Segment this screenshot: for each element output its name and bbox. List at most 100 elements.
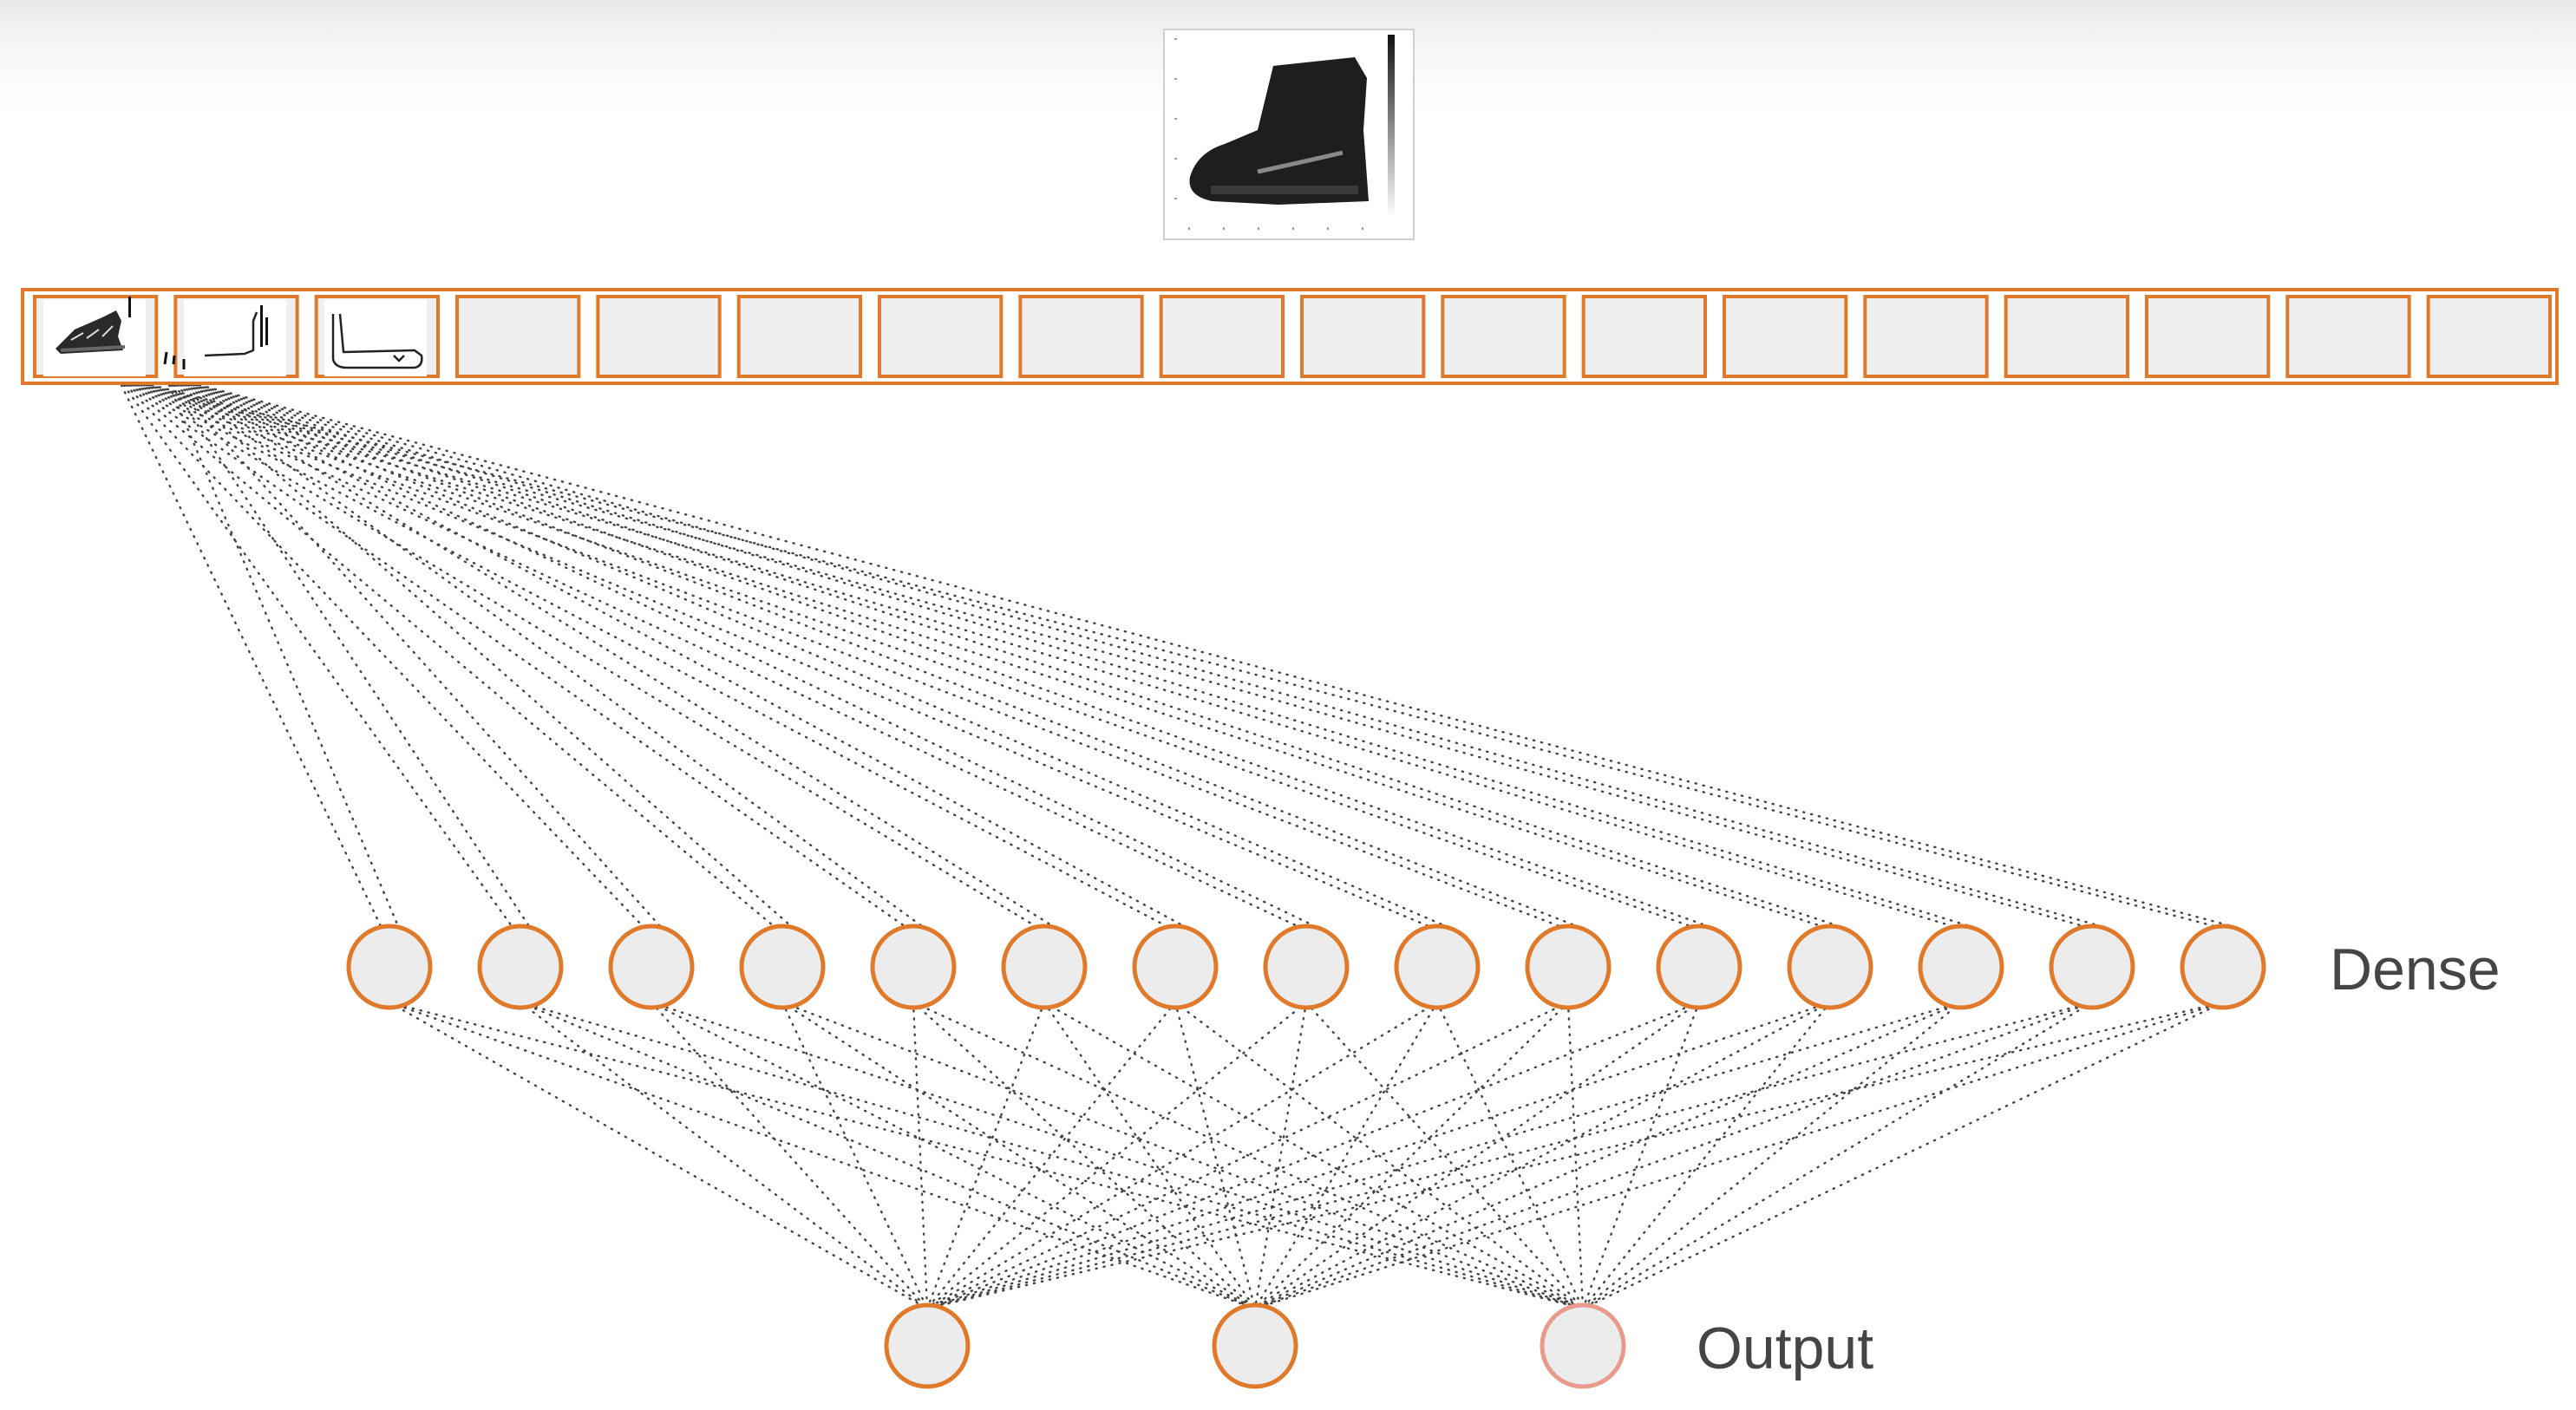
- dense-neuron: [1525, 924, 1612, 1010]
- dense-neuron: [1918, 924, 2004, 1010]
- connection-line: [1253, 1001, 1439, 1310]
- dense-neuron: [1656, 924, 1742, 1010]
- connection-line: [193, 383, 1971, 928]
- connection-line: [150, 383, 2216, 928]
- connection-line: [925, 1001, 1308, 1310]
- connection-line: [172, 383, 662, 928]
- connection-line: [912, 1001, 1585, 1310]
- flatten-cell: [878, 295, 1004, 378]
- connection-line: [925, 1001, 1046, 1310]
- dense-neuron: [1787, 924, 1873, 1010]
- connection-line: [176, 383, 924, 928]
- flatten-cell: [2285, 295, 2411, 378]
- connection-line: [1253, 1001, 1308, 1310]
- connection-line: [925, 1001, 2225, 1310]
- flatten-cell: [1581, 295, 1707, 378]
- connection-line: [141, 383, 1692, 928]
- connection-line: [519, 1001, 1585, 1310]
- connection-line: [144, 383, 1823, 928]
- sneaker-icon: [43, 297, 146, 376]
- connection-line: [1435, 1001, 1585, 1310]
- connection-line: [196, 383, 2102, 928]
- connection-line: [133, 383, 1168, 928]
- dense-neuron: [1263, 924, 1350, 1010]
- flatten-cell: [1018, 295, 1144, 378]
- output-neuron: [1212, 1302, 1298, 1389]
- connection-line: [650, 1001, 1585, 1310]
- dense-neuron: [739, 924, 826, 1010]
- dense-layer-label: Dense: [2330, 937, 2501, 1002]
- output-neuron: [1540, 1302, 1626, 1389]
- output-layer-label: Output: [1697, 1315, 1873, 1381]
- connection-line: [1304, 1001, 1585, 1310]
- dense-neuron: [1132, 924, 1219, 1010]
- connection-line: [120, 383, 382, 928]
- sandal-outline-icon: [324, 300, 427, 376]
- flatten-cell: [1300, 295, 1426, 378]
- connection-line: [1253, 1001, 1570, 1310]
- connection-line: [189, 383, 1710, 928]
- connection-line: [912, 1001, 1257, 1310]
- connection-line: [388, 1001, 1257, 1310]
- connection-line: [174, 383, 793, 928]
- connection-line: [1043, 1001, 1257, 1310]
- connection-line: [180, 383, 1186, 928]
- output-layer: [884, 1302, 1626, 1389]
- flatten-cell: [596, 295, 722, 378]
- connection-line: [1581, 1001, 1701, 1310]
- dense-neuron: [1001, 924, 1088, 1010]
- flatten-cell: [2145, 295, 2271, 378]
- connection-line: [122, 383, 513, 928]
- connection-line: [192, 383, 1840, 928]
- connection-line: [1174, 1001, 1585, 1310]
- connection-line: [925, 1001, 2094, 1310]
- connection-line: [1253, 1001, 1701, 1310]
- connection-line: [650, 1001, 1257, 1310]
- connection-line: [388, 1001, 1585, 1310]
- connection-line: [131, 383, 1037, 928]
- connection-line: [925, 1001, 1177, 1310]
- connection-line: [925, 1001, 1439, 1310]
- connection-line: [781, 1001, 929, 1310]
- connection-line: [127, 383, 775, 928]
- connection-line: [1581, 1001, 1963, 1310]
- dense-neuron: [346, 924, 433, 1010]
- boot-image-icon: [1174, 35, 1395, 230]
- connection-line: [137, 383, 1430, 928]
- connection-line: [912, 1001, 929, 1310]
- connection-line: [1581, 1001, 2225, 1310]
- connection-line: [135, 383, 1299, 928]
- connection-line: [519, 1001, 1257, 1310]
- connection-line: [1253, 1001, 2225, 1310]
- connection-line: [198, 383, 2233, 928]
- connection-line: [925, 1001, 1832, 1310]
- connection-line: [1253, 1001, 1832, 1310]
- boot-outline-icon: [163, 300, 286, 376]
- flatten-thumbnails: [43, 297, 427, 376]
- connection-line: [128, 383, 906, 928]
- connection-line: [148, 383, 2085, 928]
- flatten-cell: [1159, 295, 1285, 378]
- output-neuron: [884, 1302, 971, 1389]
- flatten-cell: [455, 295, 581, 378]
- flatten-cell: [1863, 295, 1989, 378]
- dense-neuron: [608, 924, 695, 1010]
- connection-line: [650, 1001, 929, 1310]
- connection-line: [183, 383, 1317, 928]
- connection-line: [124, 383, 644, 928]
- connection-line: [1253, 1001, 2094, 1310]
- flatten-to-dense-connections: [120, 383, 2233, 928]
- connection-line: [140, 383, 1561, 928]
- connection-line: [388, 1001, 929, 1310]
- dense-neuron: [870, 924, 957, 1010]
- connection-line: [185, 383, 1448, 928]
- connection-line: [781, 1001, 1585, 1310]
- flatten-cell: [2004, 295, 2130, 378]
- connection-line: [925, 1001, 1701, 1310]
- flatten-cell: [2426, 295, 2553, 378]
- dense-layer: [346, 924, 2266, 1010]
- connection-line: [1174, 1001, 1257, 1310]
- connection-line: [1253, 1001, 1963, 1310]
- connection-line: [1581, 1001, 2094, 1310]
